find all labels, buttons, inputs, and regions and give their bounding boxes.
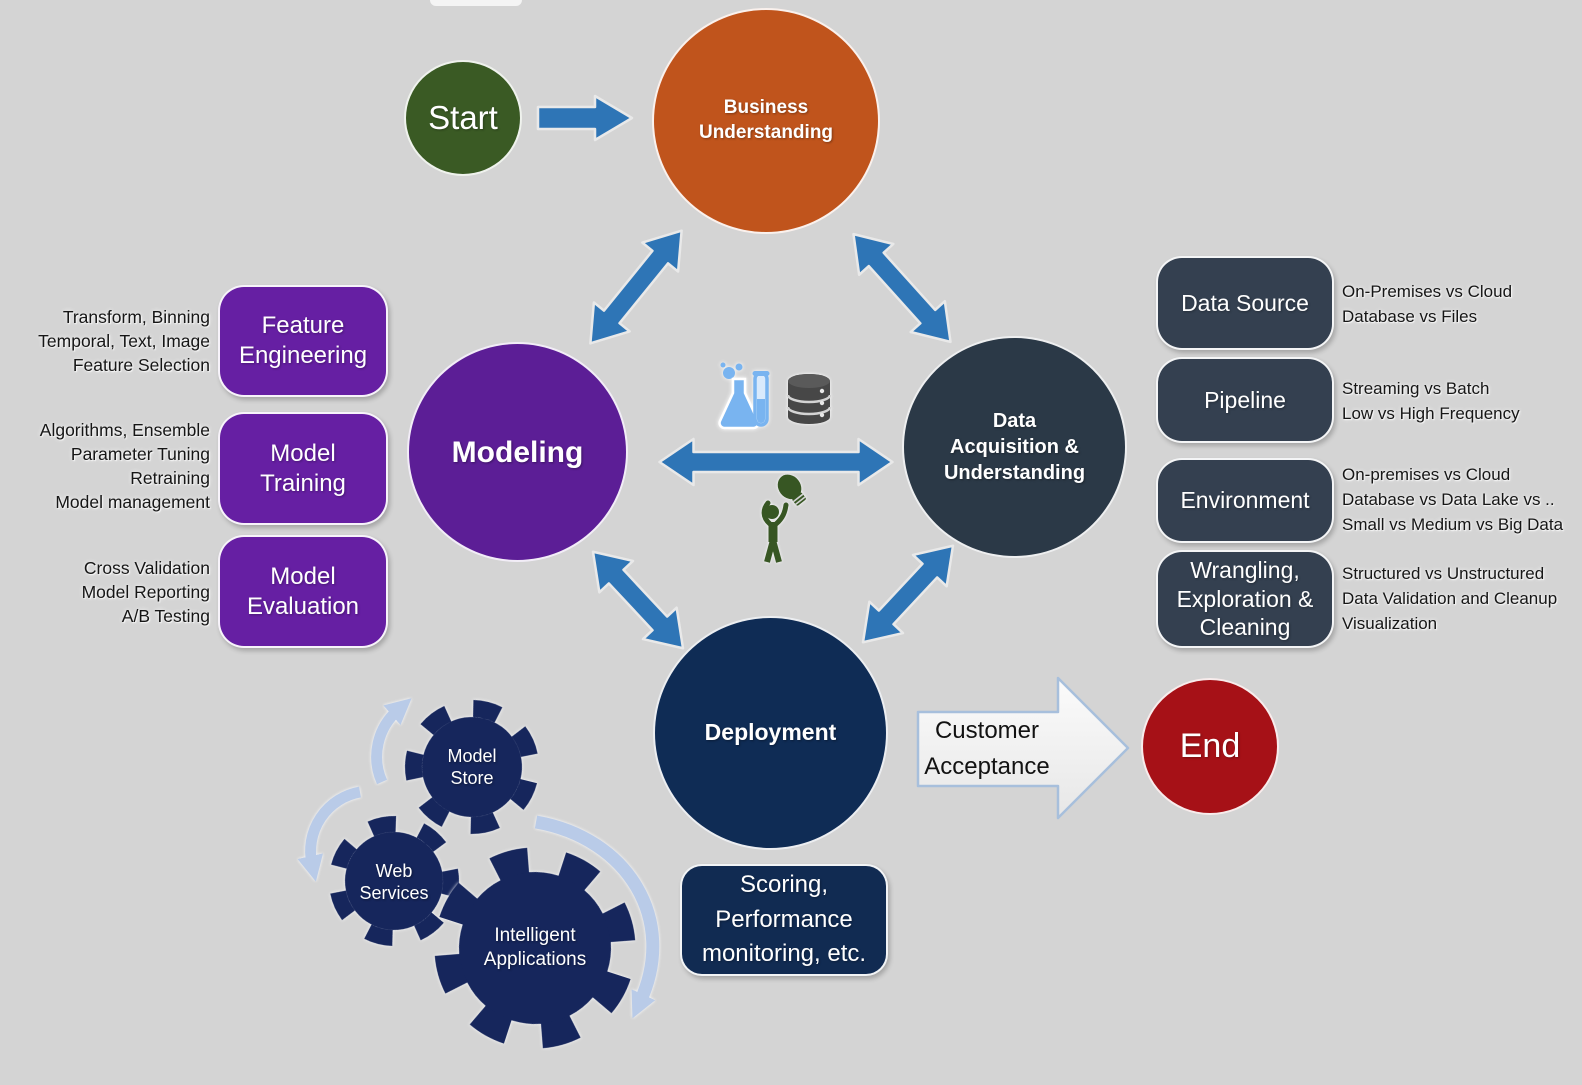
- web-services-gear-icon: [329, 816, 459, 946]
- environment-label: Environment: [1180, 487, 1310, 514]
- environment-details: On-premises vs Cloud Database vs Data La…: [1342, 465, 1564, 534]
- curved-arrow-up-icon: [371, 698, 412, 785]
- web-services-gear-label: Web Services: [359, 860, 429, 904]
- wrangling-details: Structured vs Unstructured Data Validati…: [1342, 564, 1558, 633]
- pipeline-box: Pipeline: [1156, 357, 1334, 443]
- feature-engineering-details: Transform, Binning Temporal, Text, Image…: [38, 307, 210, 375]
- business-understanding-node: Business Understanding: [652, 8, 880, 234]
- model-evaluation-label: Model Evaluation: [246, 562, 360, 620]
- start-label: Start: [428, 99, 498, 136]
- start-node: Start: [404, 60, 522, 176]
- model-evaluation-details: Cross Validation Model Reporting A/B Tes…: [81, 558, 210, 626]
- business-modeling-double-arrow-icon: [589, 229, 683, 345]
- model-training-label: Model Training: [260, 439, 346, 497]
- modeling-dataacq-double-arrow-icon: [658, 437, 894, 487]
- top-edge-artifact: [430, 0, 522, 6]
- curved-arrow-right-icon: [534, 815, 660, 1019]
- business-understanding-label: Business Understanding: [698, 97, 834, 143]
- database-icon: [786, 374, 832, 424]
- environment-box: Environment: [1156, 458, 1334, 543]
- data-acquisition-node: Data Acquisition & Understanding: [902, 336, 1127, 558]
- feature-engineering-box: Feature Engineering: [218, 285, 388, 397]
- model-training-box: Model Training: [218, 412, 388, 525]
- gear-cycle-arrows: [297, 698, 660, 1019]
- model-store-gear-label: Model Store: [447, 745, 497, 789]
- customer-acceptance-arrow: [916, 676, 1130, 820]
- scoring-note-box: Scoring, Performance monitoring, etc.: [680, 864, 888, 976]
- start-to-business-arrow-icon: [536, 94, 634, 142]
- modeling-label: Modeling: [451, 435, 584, 469]
- customer-acceptance-label: Customer Acceptance: [924, 717, 1050, 780]
- end-node: End: [1141, 678, 1279, 815]
- modeling-deployment-double-arrow-icon: [591, 550, 685, 650]
- model-training-details: Algorithms, Ensemble Parameter Tuning Re…: [39, 420, 210, 512]
- pipeline-label: Pipeline: [1204, 386, 1286, 413]
- wrangling-label: Wrangling, Exploration & Cleaning: [1176, 556, 1314, 641]
- flask-icon: [718, 362, 770, 430]
- pipeline-details: Streaming vs Batch Low vs High Frequency: [1342, 379, 1520, 423]
- data-source-box: Data Source: [1156, 256, 1334, 350]
- end-label: End: [1179, 727, 1241, 765]
- data-acquisition-label: Data Acquisition & Understanding: [943, 410, 1086, 484]
- person-lightbulb-icon: [761, 474, 806, 563]
- feature-engineering-label: Feature Engineering: [238, 312, 368, 369]
- business-dataacq-double-arrow-icon: [852, 232, 952, 344]
- deployment-label: Deployment: [704, 719, 837, 746]
- curved-arrow-left-icon: [297, 786, 362, 882]
- data-source-details: On-Premises vs Cloud Database vs Files: [1342, 282, 1513, 326]
- intelligent-applications-gear-label: Intelligent Applications: [483, 925, 587, 970]
- deployment-node: Deployment: [653, 616, 888, 850]
- data-source-label: Data Source: [1181, 289, 1309, 316]
- scoring-note-label: Scoring, Performance monitoring, etc.: [701, 870, 867, 968]
- modeling-node: Modeling: [407, 342, 628, 562]
- dataacq-deployment-double-arrow-icon: [861, 544, 955, 644]
- wrangling-box: Wrangling, Exploration & Cleaning: [1156, 550, 1334, 648]
- model-evaluation-box: Model Evaluation: [218, 535, 388, 648]
